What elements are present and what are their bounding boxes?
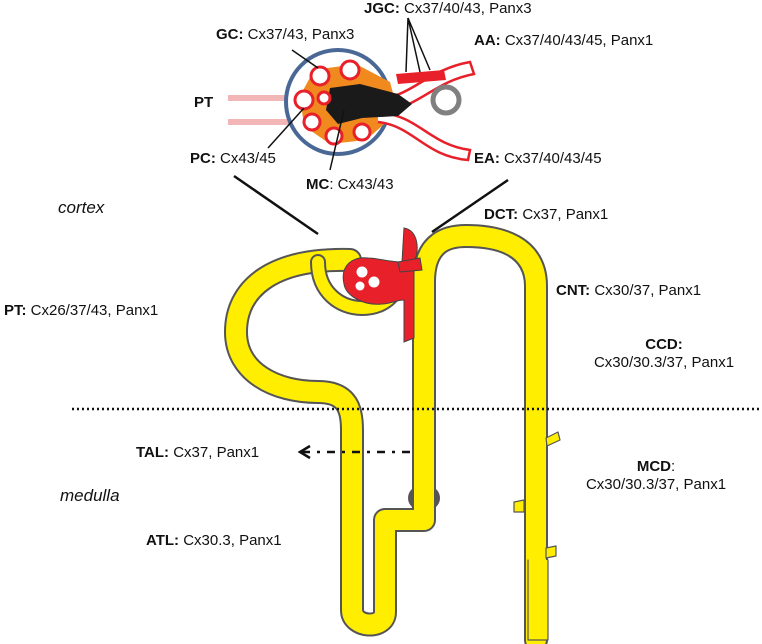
dct-label: DCT: Cx37, Panx1	[484, 206, 609, 223]
glomerulus-detail	[228, 17, 476, 171]
pt-label: PT: Cx26/37/43, Panx1	[4, 302, 159, 319]
mcd-label: MCD:Cx30/30.3/37, Panx1	[585, 458, 727, 493]
zoom-lines	[233, 174, 509, 236]
atl-label: ATL: Cx30.3, Panx1	[146, 532, 282, 549]
ea-label: EA: Cx37/40/43/45	[474, 150, 602, 167]
mc-label: MC: Cx43/43	[306, 176, 394, 193]
tal-arrow	[297, 444, 416, 460]
pt-detail-label: PT	[194, 94, 214, 111]
ccd-label: CCD:Cx30/30.3/37, Panx1	[593, 336, 735, 371]
tal-label: TAL: Cx37, Panx1	[136, 444, 260, 461]
jgc-label: JGC: Cx37/40/43, Panx3	[364, 0, 532, 17]
medulla-label: medulla	[60, 486, 120, 505]
gc-label: GC: Cx37/43, Panx3	[216, 26, 355, 43]
cnt-label: CNT: Cx30/37, Panx1	[556, 282, 702, 299]
nephron-glomerulus	[342, 227, 423, 343]
pc-label: PC: Cx43/45	[190, 150, 276, 167]
aa-label: AA: Cx37/40/43/45, Panx1	[474, 32, 654, 49]
cortex-label: cortex	[58, 198, 105, 217]
